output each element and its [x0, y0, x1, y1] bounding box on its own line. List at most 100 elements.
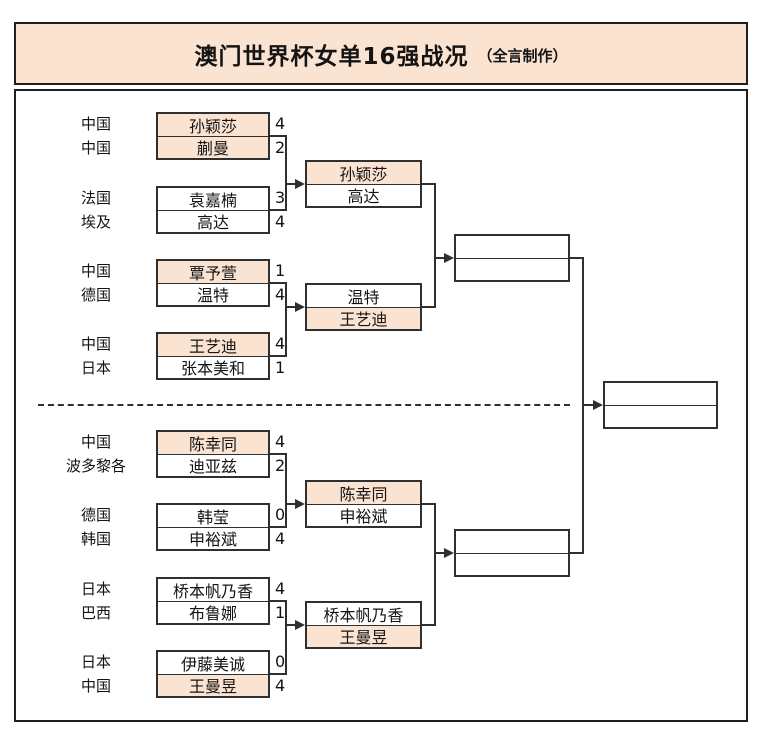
- bracket-arrow-icon: [444, 548, 454, 558]
- connector-line: [268, 600, 286, 602]
- score-label: 4: [275, 432, 286, 451]
- score-label: 2: [275, 138, 286, 157]
- connector-line: [268, 135, 286, 137]
- match-box-r1-8: 伊藤美诚 王曼昱: [156, 650, 270, 698]
- connector-line: [268, 453, 286, 455]
- player-cell: 张本美和: [158, 355, 268, 378]
- country-label: 韩国: [80, 530, 111, 548]
- player-cell: 陈幸同: [158, 432, 268, 454]
- half-divider-line: [38, 404, 570, 406]
- semifinal-box-bottom: [454, 529, 570, 577]
- country-label: 日本: [80, 653, 111, 671]
- player-cell: 王曼昱: [307, 624, 420, 647]
- score-label: 4: [275, 529, 286, 548]
- player-cell: 申裕斌: [158, 526, 268, 549]
- player-cell: 陈幸同: [307, 482, 420, 504]
- connector-line: [568, 257, 584, 259]
- semifinal-box-top: [454, 234, 570, 282]
- match-box-r1-5: 陈幸同 迪亚兹: [156, 430, 270, 478]
- country-label: 中国: [80, 262, 111, 280]
- score-label: 4: [275, 285, 286, 304]
- score-label: 1: [275, 261, 286, 280]
- bracket-arrow-icon: [593, 400, 603, 410]
- player-cell: [456, 257, 568, 281]
- player-cell: 王艺迪: [158, 334, 268, 356]
- country-label: 德国: [80, 286, 111, 304]
- connector-line: [268, 209, 286, 211]
- connector-line: [420, 183, 436, 185]
- bracket-arrow-icon: [295, 302, 305, 312]
- score-label: 1: [275, 603, 286, 622]
- connector-line: [582, 404, 595, 406]
- match-box-r1-3: 覃予萱 温特: [156, 259, 270, 307]
- country-label: 中国: [80, 335, 111, 353]
- score-label: 4: [275, 579, 286, 598]
- score-label: 4: [275, 334, 286, 353]
- country-label: 日本: [80, 359, 111, 377]
- connector-line: [568, 552, 584, 554]
- country-label: 波多黎各: [65, 457, 126, 475]
- connector-line: [285, 282, 287, 357]
- player-cell: 王曼昱: [158, 673, 268, 696]
- credit-label: （全言制作）: [477, 47, 568, 65]
- bracket-arrow-icon: [444, 253, 454, 263]
- connector-line: [420, 624, 436, 626]
- match-box-r1-2: 袁嘉楠 高达: [156, 186, 270, 234]
- player-cell: [456, 236, 568, 258]
- connector-line: [268, 673, 286, 675]
- country-label: 中国: [80, 677, 111, 695]
- player-cell: [605, 404, 716, 428]
- country-label: 中国: [80, 115, 111, 133]
- score-label: 4: [275, 676, 286, 695]
- player-cell: 布鲁娜: [158, 600, 268, 623]
- country-label: 巴西: [80, 604, 111, 622]
- match-box-r2-4: 桥本帆乃香 王曼昱: [305, 601, 422, 649]
- connector-line: [285, 453, 287, 528]
- connector-line: [268, 526, 286, 528]
- match-box-r1-7: 桥本帆乃香 布鲁娜: [156, 577, 270, 625]
- score-label: 3: [275, 188, 286, 207]
- player-cell: [456, 552, 568, 576]
- connector-line: [434, 503, 436, 626]
- connector-line: [434, 257, 446, 259]
- country-label: 埃及: [80, 213, 111, 231]
- connector-line: [420, 306, 436, 308]
- score-label: 2: [275, 456, 286, 475]
- player-cell: 高达: [158, 209, 268, 232]
- connector-line: [285, 503, 297, 505]
- player-cell: 申裕斌: [307, 503, 420, 526]
- connector-line: [268, 282, 286, 284]
- connector-line: [434, 183, 436, 308]
- player-cell: 孙颖莎: [158, 114, 268, 136]
- score-label: 4: [275, 114, 286, 133]
- match-box-r2-3: 陈幸同 申裕斌: [305, 480, 422, 528]
- connector-line: [285, 624, 297, 626]
- country-label: 中国: [80, 433, 111, 451]
- player-cell: 覃予萱: [158, 261, 268, 283]
- page-title: 澳门世界杯女单16强战况: [194, 43, 469, 70]
- player-cell: 迪亚兹: [158, 453, 268, 476]
- player-cell: 伊藤美诚: [180, 654, 245, 674]
- player-cell: 温特: [347, 287, 380, 307]
- connector-line: [420, 503, 436, 505]
- player-cell: 袁嘉楠: [188, 190, 237, 210]
- player-cell: 孙颖莎: [307, 162, 420, 184]
- connector-line: [285, 183, 297, 185]
- match-box-r1-1: 孙颖莎 蒯曼: [156, 112, 270, 160]
- country-label: 德国: [80, 506, 111, 524]
- connector-line: [285, 600, 287, 675]
- country-label: 法国: [80, 189, 111, 207]
- score-label: 0: [275, 505, 286, 524]
- player-cell: 桥本帆乃香: [323, 605, 404, 625]
- match-box-r1-6: 韩莹 申裕斌: [156, 503, 270, 551]
- match-box-r2-2: 温特 王艺迪: [305, 283, 422, 331]
- country-label: 日本: [80, 580, 111, 598]
- bracket-arrow-icon: [295, 620, 305, 630]
- player-cell: 蒯曼: [158, 135, 268, 158]
- connector-line: [285, 135, 287, 211]
- country-label: 中国: [80, 139, 111, 157]
- connector-line: [268, 355, 286, 357]
- bracket-arrow-icon: [295, 179, 305, 189]
- final-box: [603, 381, 718, 429]
- match-box-r2-1: 孙颖莎 高达: [305, 160, 422, 208]
